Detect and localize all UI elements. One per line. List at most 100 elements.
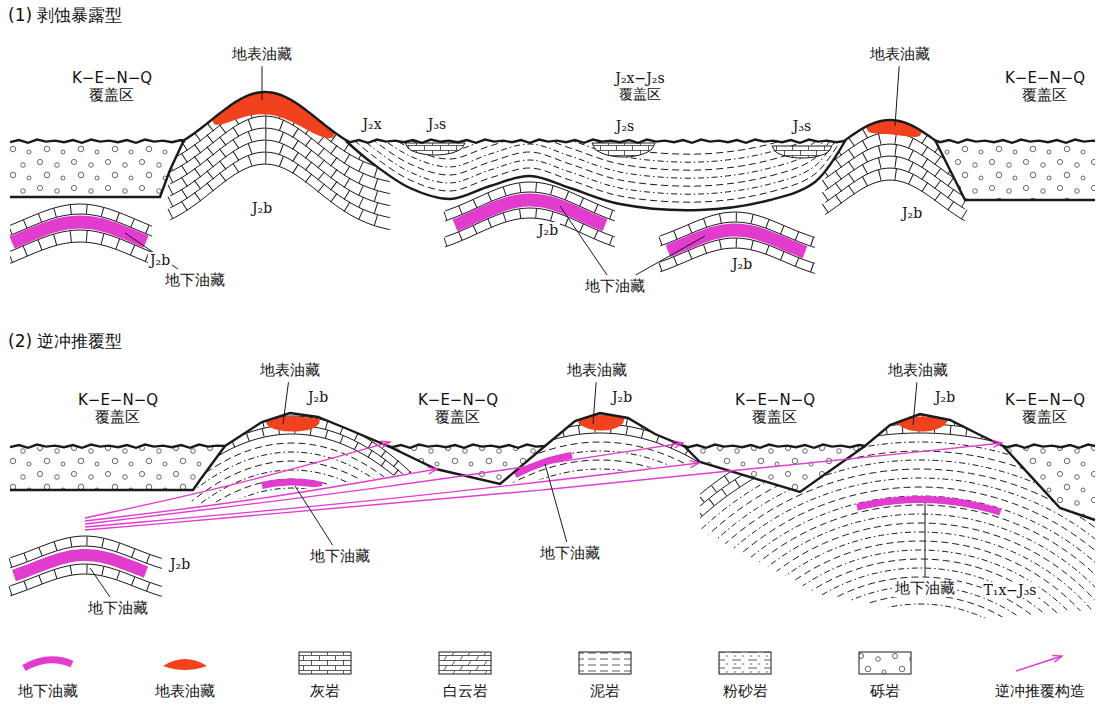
thrust-fault <box>85 463 699 527</box>
siltstone-bed <box>490 487 710 523</box>
leader-line <box>925 503 926 577</box>
legend-text: 地表油藏 <box>135 682 235 700</box>
legend-sample <box>575 650 635 676</box>
leader-line <box>283 382 288 424</box>
unconformity-line <box>935 140 1095 200</box>
region-label: K−E−N−Q 覆盖区 <box>76 392 160 427</box>
underground-reservoir <box>857 500 1001 513</box>
thrust-sheet <box>587 415 1105 720</box>
legend-item: 地下油藏 <box>0 650 98 700</box>
legend-sample-box <box>299 652 351 674</box>
leader-line <box>895 66 899 126</box>
callout-label: 地表油藏 <box>230 46 294 63</box>
legend-item: 砾岩 <box>835 650 935 700</box>
geologic-sections <box>10 85 1105 720</box>
legend-sample-box <box>719 652 771 674</box>
stratum-label: T₁x−J₃s <box>982 582 1039 598</box>
ground-surface <box>10 92 1095 143</box>
legend-item: 灰岩 <box>275 650 375 700</box>
gravel-cover <box>684 447 865 492</box>
siltstone-bed <box>648 478 1105 687</box>
bedrock-folds <box>10 92 965 273</box>
mudstone-bed <box>691 523 1105 699</box>
unconformity-line <box>10 140 184 197</box>
legend-item: 白云岩 <box>415 650 515 700</box>
siltstone-bed <box>682 514 1105 696</box>
mudstone-bed <box>180 497 445 591</box>
legend-sample-box <box>859 652 911 674</box>
callout-label: 地下油藏 <box>86 600 150 617</box>
leader-line <box>295 486 333 545</box>
limestone-lens <box>772 146 832 158</box>
mudstone-bed <box>674 505 1105 694</box>
siltstone-bed <box>346 125 845 194</box>
legend-text: 白云岩 <box>415 682 515 700</box>
stratum-label: J₃s <box>426 116 448 132</box>
cover-base-line <box>1003 446 1095 520</box>
legend-item: 逆冲推覆构造 <box>990 650 1090 700</box>
underground-reservoir <box>14 555 146 576</box>
region-label: K−E−N−Q 覆盖区 <box>416 392 500 427</box>
mudstone-bed <box>346 101 845 170</box>
underground-reservoir <box>262 482 322 486</box>
legend-item: 粉砂岩 <box>695 650 795 700</box>
mudstone-bed <box>743 577 1097 713</box>
underground-reservoir <box>668 230 805 252</box>
panel-thrust-nappe <box>10 413 1105 720</box>
legend-text: 粉砂岩 <box>695 682 795 700</box>
mudstone-bed <box>622 451 1105 680</box>
stratum-label: J₂b <box>536 222 560 238</box>
mudstone-bed <box>639 469 1105 685</box>
legend-sample-thrust <box>1016 656 1062 671</box>
legend-sample-box <box>579 652 631 674</box>
callout-label: 地下油藏 <box>893 580 957 597</box>
legend-sample <box>1010 650 1070 676</box>
legend-text: 灰岩 <box>275 682 375 700</box>
legend-item: 地表油藏 <box>135 650 235 700</box>
leader-line <box>125 233 178 269</box>
stratum-label: J₂x <box>360 116 383 132</box>
legend-sample <box>855 650 915 676</box>
thrust-fault <box>85 469 437 521</box>
bedding-line <box>587 415 1105 671</box>
leader-line <box>593 382 596 424</box>
stratum-label: J₂b <box>610 389 634 405</box>
callout-label: 地表油藏 <box>258 362 322 379</box>
stratum-label: J₂b <box>730 256 754 272</box>
gravel-cover <box>1003 447 1095 520</box>
cover-base-line <box>388 446 545 484</box>
bedding-line <box>170 152 390 218</box>
legend-text: 逆冲推覆构造 <box>990 682 1090 700</box>
thrust-fault <box>85 443 683 524</box>
siltstone-bed <box>180 506 445 600</box>
legend-text: 砾岩 <box>835 682 935 700</box>
siltstone-bed <box>346 93 845 162</box>
panel-title: (1) 剥蚀暴露型 <box>8 6 122 26</box>
legend-sample <box>715 650 775 676</box>
leader-line <box>545 464 567 542</box>
limestone-ticks <box>170 158 390 224</box>
region-label: K−E−N−Q 覆盖区 <box>1003 70 1087 105</box>
siltstone-bed <box>700 532 1105 701</box>
buried-fold <box>10 536 162 596</box>
gravel-cover <box>10 447 225 490</box>
leader-line <box>913 382 917 425</box>
callout-label: 地表油藏 <box>565 362 629 379</box>
callout-label: 地下油藏 <box>538 545 602 562</box>
legend-text: 泥岩 <box>555 682 655 700</box>
legend-sample <box>295 650 355 676</box>
leader-line <box>262 66 263 100</box>
stratum-label: J₂b <box>148 252 172 268</box>
bedding-line <box>604 433 1105 675</box>
gravel-cover <box>10 142 184 197</box>
region-label: J₂x−J₂s 覆盖区 <box>613 70 666 102</box>
mudstone-bed <box>726 559 1105 708</box>
bedding-line <box>10 242 152 264</box>
stratum-label: J₂b <box>168 556 192 572</box>
panel-erosion-exposure <box>10 85 1095 274</box>
siltstone-bed <box>180 524 445 618</box>
thrust-fault <box>85 443 1002 530</box>
legend-text: 地下油藏 <box>0 682 98 700</box>
